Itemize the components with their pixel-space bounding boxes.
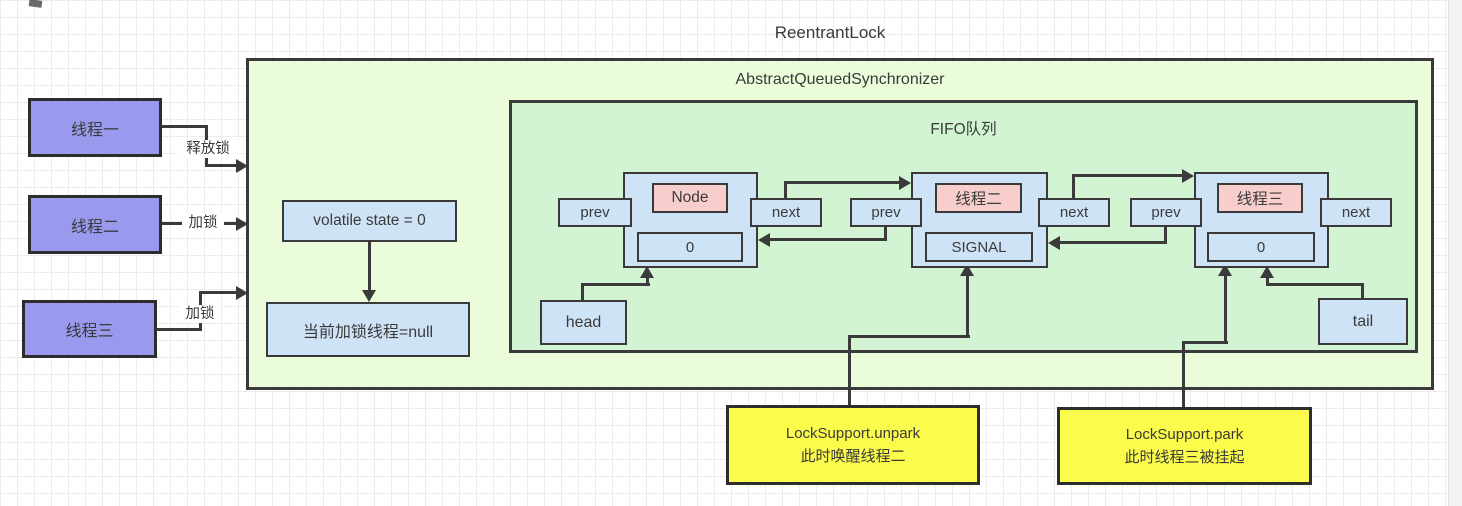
unpark-note-title: LockSupport.unpark: [785, 424, 921, 442]
right-edge-strip: [1448, 0, 1462, 506]
thread1-box: 线程一: [28, 98, 162, 157]
queue-node3-next: next: [1320, 198, 1392, 227]
fifo-title: FIFO队列: [930, 121, 997, 138]
edge-label-release-lock: 释放锁: [177, 140, 239, 158]
locksupport-park-note: LockSupport.park 此时线程三被挂起: [1057, 407, 1312, 485]
screen-artifact: [28, 0, 43, 8]
unpark-note-subtitle: 此时唤醒线程二: [800, 448, 906, 465]
queue-node1-prev: prev: [558, 198, 632, 227]
queue-node1-next: next: [750, 198, 822, 227]
locksupport-unpark-note: LockSupport.unpark 此时唤醒线程二: [726, 405, 980, 485]
aqs-title: AbstractQueuedSynchronizer: [735, 71, 945, 88]
queue-node3-label: 线程三: [1217, 183, 1303, 213]
queue-node2-next: next: [1038, 198, 1110, 227]
tail-pointer-box: tail: [1318, 298, 1408, 345]
thread2-box: 线程二: [28, 195, 162, 254]
queue-node1-label: Node: [652, 183, 728, 213]
queue-node1-waitstatus: 0: [637, 232, 743, 262]
queue-node3-prev: prev: [1130, 198, 1202, 227]
queue-node3-waitstatus: 0: [1207, 232, 1315, 262]
park-note-title: LockSupport.park: [1125, 425, 1244, 443]
edge-label-lock-thread3: 加锁: [179, 305, 221, 323]
queue-node2-prev: prev: [850, 198, 922, 227]
head-pointer-box: head: [540, 300, 627, 345]
park-note-subtitle: 此时线程三被挂起: [1124, 449, 1245, 466]
diagram-title: ReentrantLock: [774, 23, 886, 42]
current-owner-box: 当前加锁线程=null: [266, 302, 470, 357]
volatile-state-box: volatile state = 0: [282, 200, 457, 242]
queue-node2-label: 线程二: [935, 183, 1022, 213]
edge-label-lock-thread2: 加锁: [182, 214, 224, 232]
queue-node2-waitstatus: SIGNAL: [925, 232, 1033, 262]
thread3-box: 线程三: [22, 300, 157, 358]
